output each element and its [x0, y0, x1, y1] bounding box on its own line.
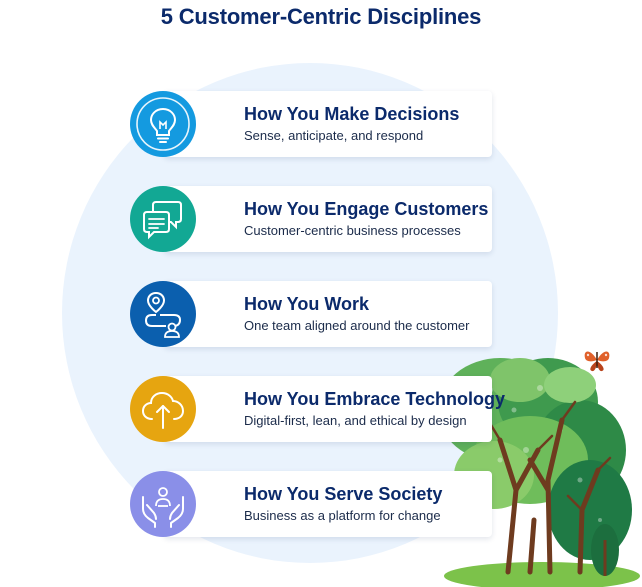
chat-bubbles-icon: [130, 186, 196, 252]
discipline-subtitle: Sense, anticipate, and respond: [244, 128, 424, 143]
discipline-work: How You Work One team aligned around the…: [130, 281, 492, 347]
route-person-icon: [130, 281, 196, 347]
discipline-title: How You Work: [244, 294, 370, 314]
discipline-title: How You Embrace Technology: [244, 389, 506, 409]
discipline-card: How You Engage Customers Customer-centri…: [164, 186, 492, 252]
discipline-engage: How You Engage Customers Customer-centri…: [130, 186, 492, 252]
discipline-card: How You Embrace Technology Digital-first…: [164, 376, 505, 442]
discipline-subtitle: Business as a platform for change: [244, 508, 441, 523]
discipline-card: How You Make Decisions Sense, anticipate…: [164, 91, 492, 157]
discipline-technology: How You Embrace Technology Digital-first…: [130, 376, 505, 442]
hands-person-icon: [130, 471, 196, 537]
discipline-title: How You Make Decisions: [244, 104, 460, 124]
discipline-decisions: How You Make Decisions Sense, anticipate…: [130, 91, 492, 157]
discipline-card: How You Serve Society Business as a plat…: [164, 471, 492, 537]
discipline-society: How You Serve Society Business as a plat…: [130, 471, 492, 537]
discipline-title: How You Engage Customers: [244, 199, 489, 219]
discipline-subtitle: Customer-centric business processes: [244, 223, 461, 238]
page-title: 5 Customer-Centric Disciplines: [160, 4, 482, 29]
discipline-subtitle: Digital-first, lean, and ethical by desi…: [244, 413, 467, 428]
discipline-card: How You Work One team aligned around the…: [164, 281, 492, 347]
butterfly-illustration: [584, 351, 610, 372]
discipline-subtitle: One team aligned around the customer: [244, 318, 470, 333]
lightbulb-icon: [130, 91, 196, 157]
discipline-title: How You Serve Society: [244, 484, 443, 504]
cloud-upload-icon: [130, 376, 196, 442]
